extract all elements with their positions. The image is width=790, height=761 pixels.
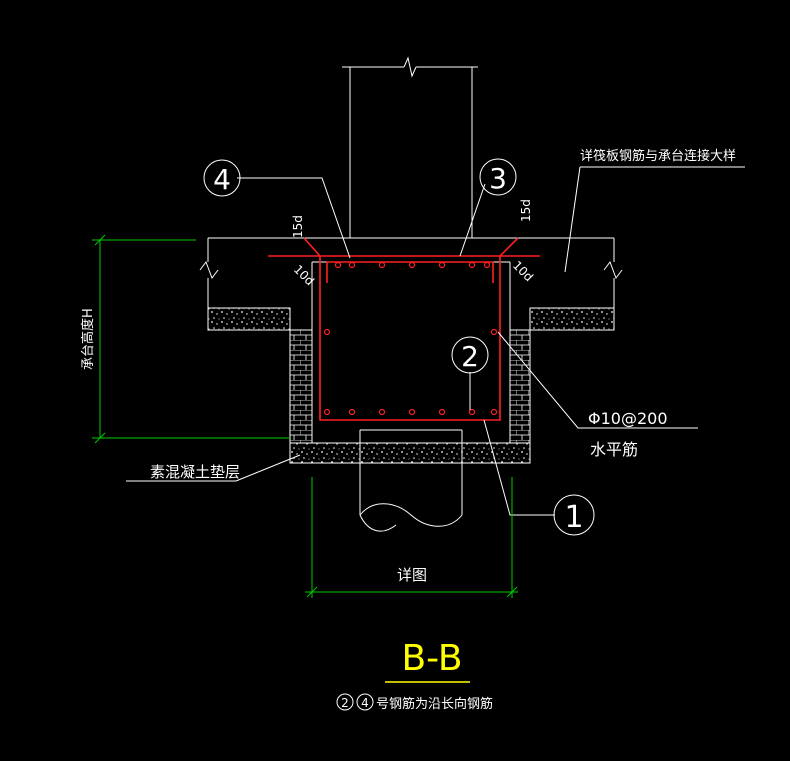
bend-label-right: 10d: [510, 258, 536, 284]
column: [342, 56, 478, 238]
marker-4: 4: [203, 159, 241, 197]
section-title: B-B: [401, 638, 462, 679]
leader-lines: [126, 166, 745, 516]
marker-4-label: 4: [213, 163, 231, 196]
cap-height-label: 承台高度H: [80, 308, 96, 370]
note-marker-4: 4: [356, 693, 374, 711]
detail-ref-label: 详筏板钢筋与承台连接大样: [580, 148, 736, 164]
stirrup-desc-label: 水平筋: [590, 440, 638, 459]
marker-2-label: 2: [461, 340, 479, 373]
marker-2: 2: [451, 336, 489, 374]
note-marker-2-label: 2: [341, 696, 349, 710]
bend-label-left: 10d: [291, 262, 317, 288]
marker-3-label: 3: [489, 162, 507, 195]
note-marker-4-label: 4: [361, 696, 369, 710]
pile: [359, 429, 463, 532]
rebar-dots: [323, 261, 498, 416]
slab-cushion-left: [207, 307, 291, 331]
anchor-label-left: 15d: [291, 215, 305, 238]
cushion-label: 素混凝土垫层: [150, 463, 240, 481]
note-text: 号钢筋为沿长向钢筋: [376, 696, 493, 712]
note-marker-2: 2: [336, 693, 354, 711]
brick-wall-right: [509, 329, 531, 444]
width-dimension: [305, 477, 518, 598]
width-dimension-label: 详图: [397, 566, 427, 584]
pile-cap: [311, 261, 511, 443]
raft-slab: [199, 237, 623, 309]
stirrup-spec-label: Φ10@200: [588, 409, 668, 428]
slab-cushion-right: [529, 307, 615, 331]
marker-1-label: 1: [564, 500, 583, 535]
rebar-cage: [268, 237, 540, 421]
cap-height-dimension: [92, 234, 290, 444]
anchor-label-right: 15d: [519, 199, 533, 222]
brick-wall-left: [289, 329, 313, 444]
marker-3: 3: [479, 158, 517, 196]
marker-1: 1: [553, 494, 595, 536]
bottom-cushion: [289, 442, 531, 464]
